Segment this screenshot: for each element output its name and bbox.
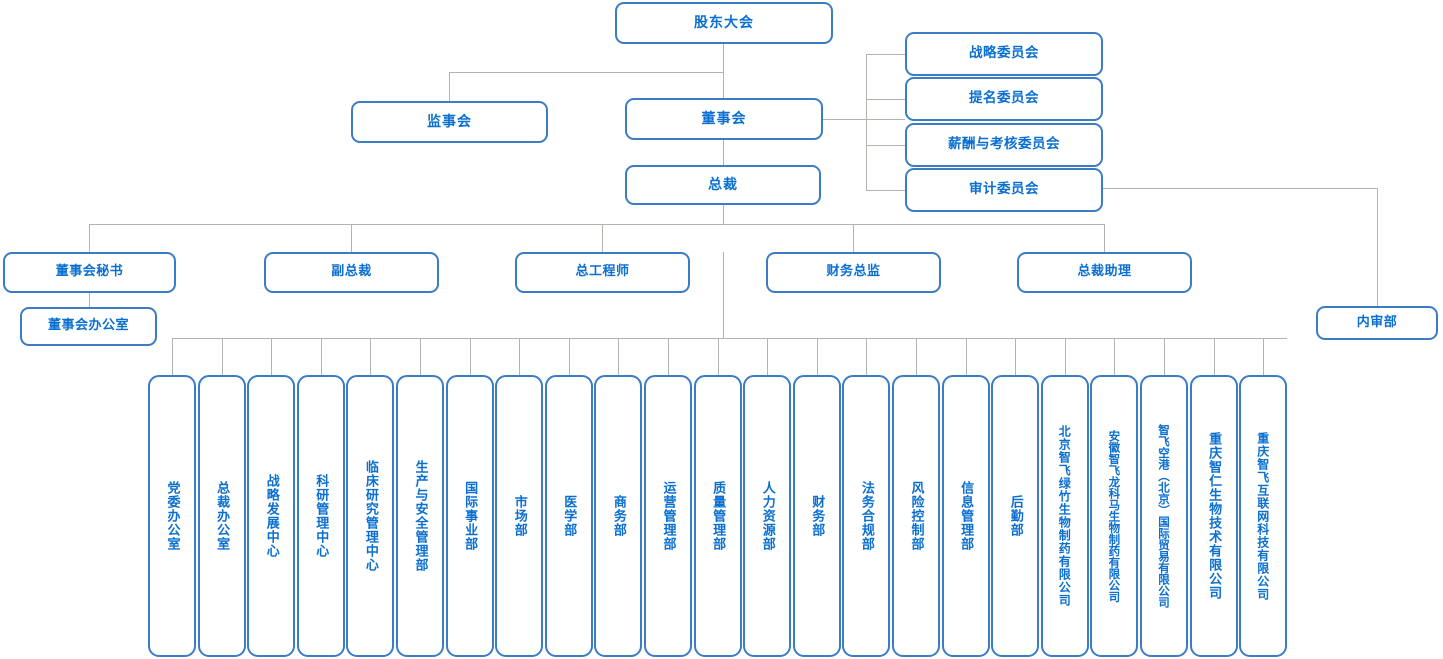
box-cfo[interactable]: 财务总监	[766, 252, 941, 293]
box-department-19[interactable]: 北京智飞绿竹生物制药有限公司	[1040, 375, 1089, 657]
connector-department-16	[916, 338, 917, 375]
box-supervisory-board[interactable]: 监事会	[351, 101, 548, 143]
connector-department-15	[866, 338, 867, 375]
box-department-22[interactable]: 重庆智仁生物技术有限公司	[1189, 375, 1238, 657]
connector-president-drop	[723, 205, 724, 224]
connector-committee-4	[866, 190, 905, 191]
connector-department-19	[1065, 338, 1066, 375]
connector-exec-1	[89, 224, 90, 252]
box-department-13[interactable]: 人力资源部	[743, 375, 792, 657]
box-department-10[interactable]: 商务部	[594, 375, 643, 657]
box-board-office[interactable]: 董事会办公室	[20, 307, 157, 346]
box-internal-audit[interactable]: 内审部	[1316, 306, 1438, 340]
box-department-8[interactable]: 市场部	[495, 375, 544, 657]
box-department-9[interactable]: 医学部	[544, 375, 593, 657]
connector-department-23	[1263, 338, 1264, 375]
connector-audit-committee-to-internal-audit	[1103, 188, 1378, 189]
connector-department-7	[470, 338, 471, 375]
connector-department-2	[222, 338, 223, 375]
box-department-11[interactable]: 运营管理部	[644, 375, 692, 657]
box-department-2[interactable]: 总裁办公室	[197, 375, 246, 657]
connector-department-21	[1164, 338, 1165, 375]
connector-exec-3	[602, 224, 603, 252]
connector-president-to-dept-spine	[723, 252, 724, 338]
box-assistant-president[interactable]: 总裁助理	[1017, 252, 1192, 293]
connector-exec-2	[351, 224, 352, 252]
connector-to-supervisory	[449, 72, 450, 101]
connector-department-20	[1114, 338, 1115, 375]
box-committee-audit[interactable]: 审计委员会	[905, 168, 1103, 212]
box-department-4[interactable]: 科研管理中心	[296, 375, 345, 657]
connector-department-1	[172, 338, 173, 375]
connector-department-bus	[172, 338, 1287, 339]
connector-department-12	[718, 338, 719, 375]
connector-secretary-to-office	[89, 293, 90, 307]
connector-department-6	[420, 338, 421, 375]
box-shareholders-meeting[interactable]: 股东大会	[615, 2, 833, 44]
box-department-18[interactable]: 后勤部	[991, 375, 1040, 657]
box-president[interactable]: 总裁	[625, 165, 821, 205]
box-department-14[interactable]: 财务部	[792, 375, 841, 657]
connector-department-13	[767, 338, 768, 375]
box-department-23[interactable]: 重庆智飞互联网科技有限公司	[1239, 375, 1288, 657]
connector-department-9	[569, 338, 570, 375]
connector-exec-4	[853, 224, 854, 252]
connector-internal-audit-drop	[1377, 188, 1378, 306]
connector-department-18	[1015, 338, 1016, 375]
box-committee-strategy[interactable]: 战略委员会	[905, 32, 1103, 76]
connector-committee-3	[866, 145, 905, 146]
connector-department-10	[618, 338, 619, 375]
box-department-3[interactable]: 战略发展中心	[247, 375, 296, 657]
box-department-20[interactable]: 安徽智飞龙科马生物制药有限公司	[1090, 375, 1139, 657]
connector-department-3	[271, 338, 272, 375]
connector-department-22	[1214, 338, 1215, 375]
box-department-16[interactable]: 风险控制部	[892, 375, 940, 657]
box-department-15[interactable]: 法务合规部	[842, 375, 891, 657]
connector-committee-spine	[866, 54, 867, 191]
box-committee-nomination[interactable]: 提名委员会	[905, 77, 1103, 121]
box-department-12[interactable]: 质量管理部	[693, 375, 742, 657]
box-department-1[interactable]: 党委办公室	[148, 375, 196, 657]
box-department-6[interactable]: 生产与安全管理部	[396, 375, 444, 657]
connector-department-14	[817, 338, 818, 375]
connector-board-to-president	[723, 140, 724, 165]
connector-department-5	[370, 338, 371, 375]
box-chief-engineer[interactable]: 总工程师	[515, 252, 690, 293]
box-department-7[interactable]: 国际事业部	[445, 375, 494, 657]
box-board-secretary[interactable]: 董事会秘书	[3, 252, 176, 293]
box-committee-remuneration-appraisal[interactable]: 薪酬与考核委员会	[905, 123, 1103, 167]
box-department-5[interactable]: 临床研究管理中心	[346, 375, 395, 657]
connector-shareholders-to-board	[723, 44, 724, 98]
connector-committee-1	[866, 54, 905, 55]
connector-shareholders-bus	[449, 72, 724, 73]
box-department-21[interactable]: 智飞空港（北京）国际贸易有限公司	[1140, 375, 1188, 657]
box-department-17[interactable]: 信息管理部	[941, 375, 990, 657]
connector-board-to-committee-bus	[823, 119, 905, 120]
connector-department-8	[519, 338, 520, 375]
connector-department-11	[668, 338, 669, 375]
connector-department-17	[966, 338, 967, 375]
connector-executive-bus	[89, 224, 1105, 225]
connector-department-4	[321, 338, 322, 375]
connector-exec-5	[1104, 224, 1105, 252]
connector-committee-2	[866, 99, 905, 100]
box-board-of-directors[interactable]: 董事会	[625, 98, 823, 140]
box-vice-president[interactable]: 副总裁	[264, 252, 439, 293]
